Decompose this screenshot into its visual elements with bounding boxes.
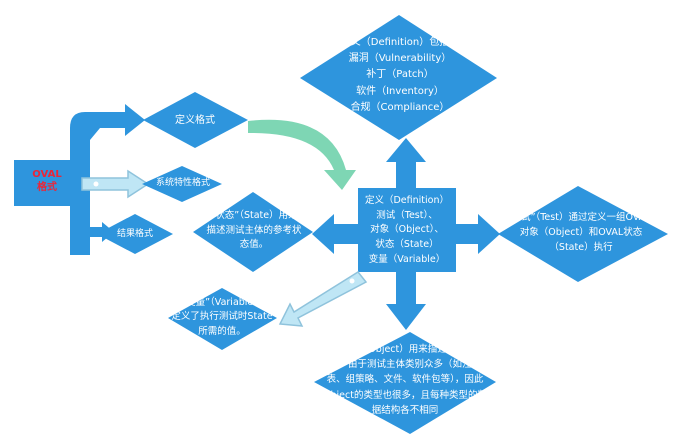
state-desc-diamond [193,192,313,272]
hub-arm-up [396,160,416,190]
hub-arm-down [396,272,416,306]
hub-arrow-left [312,214,334,254]
system-format-label: 系统特性格式 [155,178,210,188]
system-format-diamond [142,166,222,202]
hub-arm-left [330,224,362,244]
test-desc-diamond [498,186,668,282]
hollow-arrow-to-system-format [81,169,150,199]
variable-desc-label: “变量”（Variable） 定义了执行测试时State 所需的值。 [171,297,273,337]
result-format-diamond [97,214,173,254]
definition-format-label: 定义格式 [175,115,215,126]
hollow-arrow-to-variable [278,271,368,327]
hub-arm-right [455,224,481,244]
definition-desc-diamond [300,15,497,140]
state-desc-label: “状态”（State）用来 描述测试主体的参考状 态值。 [206,210,302,251]
arrow-to-definition-format [125,104,145,136]
oval-format-label: OVAL 格式 [32,169,62,193]
hub-label: 定义（Definition） 测试（Test）、 对象（Object）、 状态（… [364,195,449,265]
object-desc-diamond [314,332,496,434]
oval-connector-bracket [70,112,128,255]
hub-arrow-up [386,138,426,162]
variable-desc-diamond [168,288,277,350]
curved-arrow-to-hub [248,119,356,190]
hollow-arrow-dot [93,181,99,187]
hub-arrow-down [386,304,426,330]
result-format-label: 结果格式 [116,229,153,239]
connector-to-result-format [82,227,104,237]
test-desc-label: 测试”（Test）通过定义一组OVAL 对象（Object）和OVAL状态 （S… [511,212,651,254]
definition-desc-label: 定义（Definition）包括： 漏洞（Vulnerability） 补丁（P… [340,37,460,113]
oval-format-box [14,160,80,206]
hub-dot [349,278,355,284]
definition-format-diamond [143,92,248,148]
object-desc-label: “对象”（Object）用来描述测试主 体，由于测试主体类别众多（如注册 表、组… [323,344,487,416]
hub-arrow-right [478,214,500,254]
hub-box [358,188,456,272]
